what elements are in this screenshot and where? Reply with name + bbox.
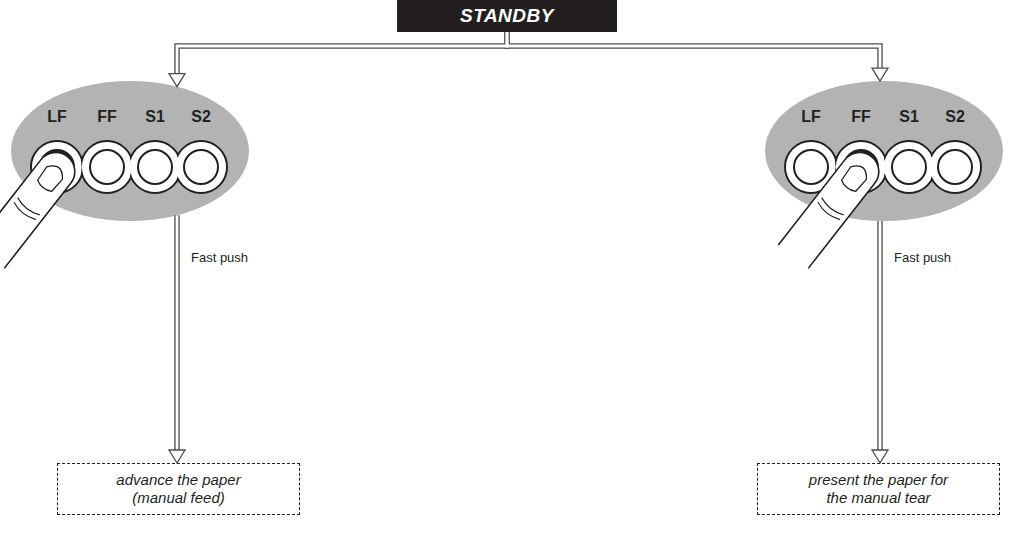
key-button bbox=[844, 150, 878, 184]
keypad-frame bbox=[81, 141, 133, 193]
panel-outline bbox=[764, 80, 1004, 222]
arrow-head bbox=[872, 450, 888, 463]
finger-nail bbox=[35, 161, 66, 193]
connector-core bbox=[177, 32, 507, 75]
connector bbox=[177, 32, 507, 75]
keypad-frame-fill bbox=[32, 142, 81, 191]
action-box: advance the paper (manual feed) bbox=[57, 463, 300, 515]
connector bbox=[507, 32, 880, 69]
state-box: STANDBY bbox=[397, 0, 617, 32]
connector-outlines bbox=[177, 32, 880, 451]
keypad-frame bbox=[175, 141, 227, 193]
keypad-frame-fill bbox=[176, 142, 225, 191]
finger-crease bbox=[16, 198, 40, 218]
keypad-frame-fill bbox=[82, 142, 131, 191]
connector bbox=[174, 215, 179, 451]
action-box: present the paper for the manual tear bbox=[757, 463, 1000, 515]
edge-label: Fast push bbox=[894, 250, 951, 265]
keypad-frame bbox=[31, 141, 83, 193]
node-text: STANDBY bbox=[460, 5, 554, 27]
key-button bbox=[938, 150, 972, 184]
key-label: FF bbox=[97, 108, 117, 126]
keypad-frame bbox=[129, 141, 181, 193]
keypad-frame-fill bbox=[884, 142, 933, 191]
node-text: present the paper for the manual tear bbox=[804, 471, 954, 507]
finger-crease bbox=[12, 202, 36, 222]
key-label: LF bbox=[801, 108, 821, 126]
key-label: S2 bbox=[945, 108, 965, 126]
key-button bbox=[40, 150, 74, 184]
panel-ellipse bbox=[765, 81, 1003, 221]
keypad-frame-fill bbox=[786, 142, 835, 191]
keypad-frame-fill bbox=[836, 142, 885, 191]
keypad-frame bbox=[835, 141, 887, 193]
key-label: LF bbox=[47, 108, 67, 126]
connector bbox=[877, 221, 882, 451]
finger-nail bbox=[839, 161, 870, 193]
edge-label: Fast push bbox=[191, 250, 248, 265]
key-label: S1 bbox=[145, 108, 165, 126]
keypad-frame bbox=[883, 141, 935, 193]
key-button bbox=[138, 150, 172, 184]
connector-core bbox=[507, 32, 880, 69]
key-button bbox=[184, 150, 218, 184]
keypad-frame-fill bbox=[130, 142, 179, 191]
keypad-frame bbox=[785, 141, 837, 193]
key-label: S2 bbox=[191, 108, 211, 126]
panel-ellipse bbox=[11, 81, 249, 221]
key-label: FF bbox=[851, 108, 871, 126]
connector-cores bbox=[177, 32, 880, 451]
finger-crease bbox=[816, 202, 840, 222]
button-panel: LF FF S1 S2 bbox=[764, 80, 1004, 222]
connector-core bbox=[176, 215, 179, 451]
node-text: advance the paper (manual feed) bbox=[104, 471, 254, 507]
keypad-frame-fill bbox=[930, 142, 979, 191]
connector-core bbox=[879, 221, 882, 451]
key-label: S1 bbox=[899, 108, 919, 126]
key-button bbox=[90, 150, 124, 184]
finger-crease bbox=[820, 198, 844, 218]
arrow-head bbox=[169, 450, 185, 463]
key-button bbox=[892, 150, 926, 184]
arrow-head bbox=[169, 74, 185, 87]
arrow-head bbox=[872, 68, 888, 81]
keypad-frame bbox=[929, 141, 981, 193]
key-button bbox=[794, 150, 828, 184]
